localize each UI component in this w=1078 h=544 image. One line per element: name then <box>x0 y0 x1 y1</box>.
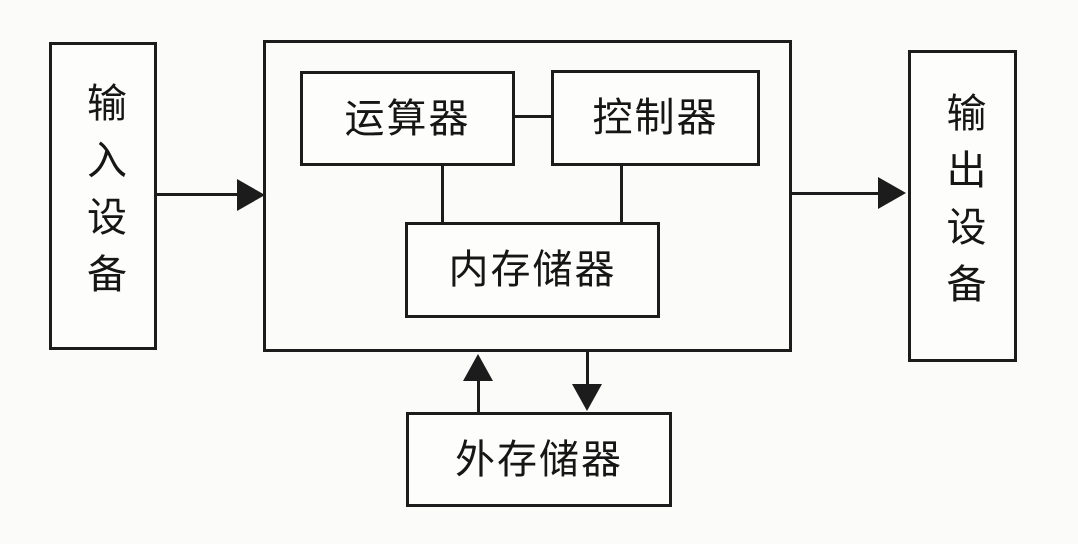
control-unit-label: 控制器 <box>592 95 719 141</box>
arrowhead-right-icon <box>878 177 906 209</box>
connector-control-to-memory <box>620 164 623 224</box>
input-device-label: 输入设备 <box>80 82 126 310</box>
arrowhead-right-icon <box>237 179 265 211</box>
node-external-memory: 外存储器 <box>406 412 672 507</box>
node-control-unit: 控制器 <box>551 70 760 166</box>
connector-input-to-host <box>155 193 239 196</box>
node-main-memory: 内存储器 <box>405 222 660 318</box>
output-device-label: 输出设备 <box>939 92 986 320</box>
connector-alu-to-memory <box>441 164 444 224</box>
connector-host-to-external <box>586 352 589 386</box>
alu-label: 运算器 <box>344 95 471 142</box>
arrowhead-down-icon <box>572 384 602 411</box>
node-input-device: 输入设备 <box>49 42 157 350</box>
node-output-device: 输出设备 <box>908 50 1017 362</box>
external-memory-label: 外存储器 <box>455 436 623 483</box>
main-memory-label: 内存储器 <box>448 247 617 293</box>
arrowhead-up-icon <box>463 354 493 381</box>
connector-host-to-output <box>790 192 880 195</box>
connector-alu-to-control <box>513 115 553 118</box>
node-alu: 运算器 <box>300 71 515 166</box>
connector-external-to-host <box>477 379 480 413</box>
